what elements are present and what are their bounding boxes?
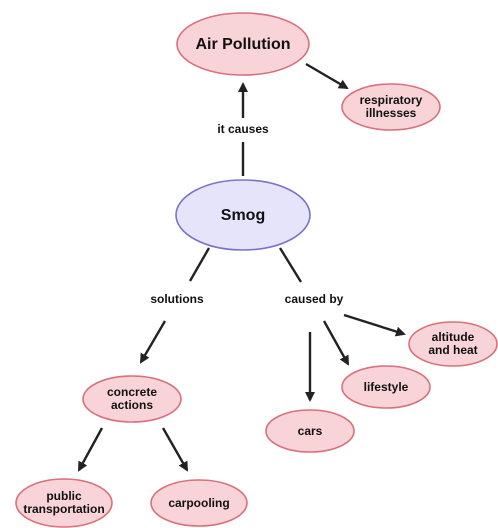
node-air-pollution-label: Air Pollution [195, 36, 290, 53]
edge-concrete-actions-to-carpooling [161, 427, 189, 472]
node-respiratory-illnesses: respiratory illnesses [341, 83, 441, 131]
node-altitude-and-heat: altitude and heat [408, 321, 498, 367]
node-public-transportation-line2: transportation [23, 502, 104, 516]
node-respiratory-illnesses-line1: respiratory [360, 93, 423, 107]
node-public-transportation: public transportation [15, 478, 113, 528]
edge-caused-by-to-lifestyle [322, 320, 350, 366]
node-concrete-actions-line1: concrete [107, 385, 157, 399]
node-altitude-and-heat-line2: and heat [428, 343, 477, 357]
node-cars: cars [265, 409, 355, 453]
node-carpooling-label: carpooling [168, 496, 229, 510]
node-lifestyle: lifestyle [341, 365, 431, 409]
edge-caused-by-to-altitude-heat [343, 313, 406, 337]
label-it-causes: it causes [217, 122, 269, 136]
node-altitude-and-heat-line1: altitude [432, 330, 475, 344]
node-smog: Smog [175, 179, 311, 251]
edge-solutions-to-concrete-actions [139, 320, 167, 364]
node-concrete-actions: concrete actions [82, 375, 182, 423]
edge-smog-to-caused-by [278, 247, 303, 283]
edge-concrete-actions-to-public-transportation [77, 427, 104, 472]
node-concrete-actions-line2: actions [111, 398, 153, 412]
node-carpooling: carpooling [150, 479, 248, 527]
edge-smog-to-solutions [188, 247, 211, 282]
label-solutions: solutions [150, 292, 204, 306]
label-caused-by: caused by [285, 292, 344, 306]
node-lifestyle-label: lifestyle [364, 380, 409, 394]
node-respiratory-illnesses-line2: illnesses [366, 106, 417, 120]
node-cars-label: cars [298, 424, 323, 438]
node-public-transportation-line1: public [46, 489, 82, 503]
node-smog-label: Smog [221, 207, 265, 224]
node-air-pollution: Air Pollution [176, 12, 310, 76]
edge-air-pollution-to-respiratory [305, 62, 349, 90]
